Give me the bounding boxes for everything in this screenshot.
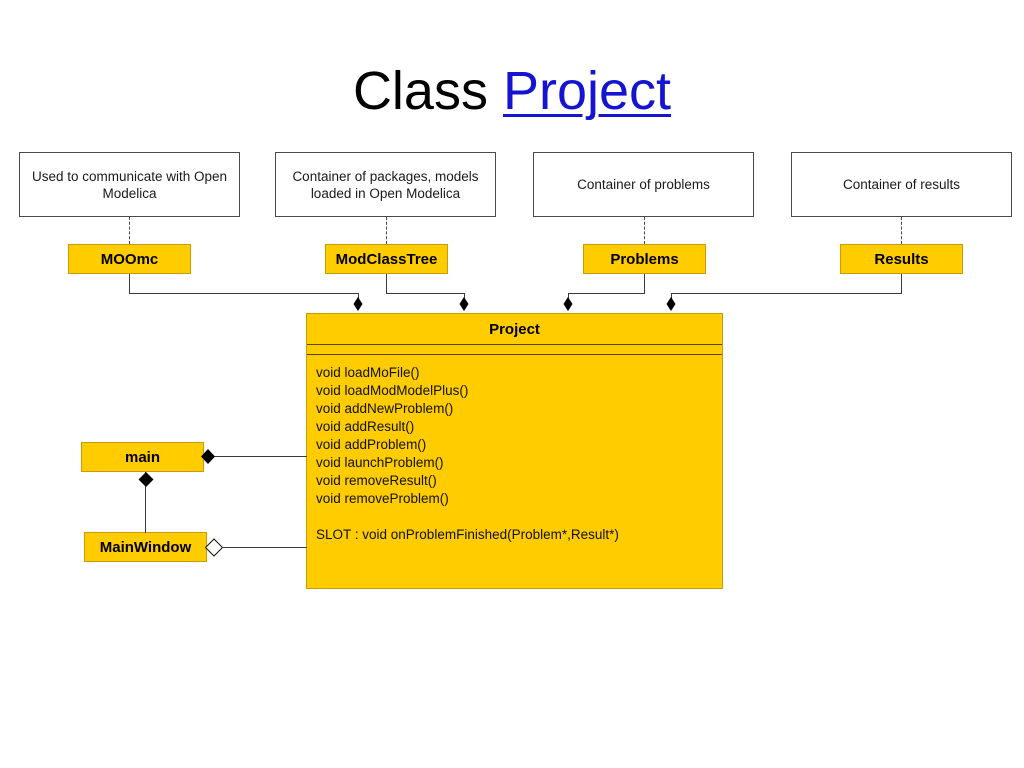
note-link-moomc	[129, 217, 130, 244]
composition-diamond-problems	[563, 297, 573, 311]
edge-moomc-v2	[358, 293, 360, 299]
edge-problems-h	[568, 293, 645, 295]
page-title: Class Project	[0, 58, 1024, 124]
edge-problems-v1	[644, 274, 646, 294]
composition-diamond-modclasstree	[459, 297, 469, 311]
edge-modclasstree-h	[386, 293, 465, 295]
note-text: Container of problems	[577, 177, 710, 192]
class-name: main	[124, 448, 160, 466]
method-line: void addProblem()	[316, 437, 427, 452]
composition-diamond-main-project	[201, 449, 215, 464]
class-name: MainWindow	[99, 538, 192, 556]
note-text: Used to communicate with Open Modelica	[31, 168, 228, 201]
class-box-mainwindow[interactable]: MainWindow	[84, 532, 207, 562]
method-line: void addNewProblem()	[316, 401, 454, 416]
composition-diamond-moomc	[353, 297, 363, 311]
method-line: void addResult()	[316, 419, 415, 434]
edge-moomc-h	[129, 293, 359, 295]
class-box-problems[interactable]: Problems	[583, 244, 706, 274]
project-class-name: Project	[307, 314, 722, 345]
note-text: Container of packages, models loaded in …	[292, 168, 479, 201]
note-box-results: Container of results	[791, 152, 1012, 217]
class-name: ModClassTree	[335, 250, 438, 268]
note-link-results	[901, 217, 902, 244]
class-box-results[interactable]: Results	[840, 244, 963, 274]
edge-moomc-v1	[129, 274, 131, 294]
note-box-problems: Container of problems	[533, 152, 754, 217]
page-title-plain: Class	[352, 61, 503, 121]
method-line: void launchProblem()	[316, 455, 444, 470]
method-line: void removeProblem()	[316, 491, 449, 506]
class-name: MOOmc	[100, 250, 159, 268]
project-attributes-compartment	[307, 345, 722, 355]
class-box-main[interactable]: main	[81, 442, 204, 472]
note-box-modclasstree: Container of packages, models loaded in …	[275, 152, 496, 217]
slot-line: SLOT : void onProblemFinished(Problem*,R…	[316, 527, 619, 542]
class-name: Problems	[610, 250, 679, 268]
method-line: void loadMoFile()	[316, 365, 420, 380]
note-box-moomc: Used to communicate with Open Modelica	[19, 152, 240, 217]
method-line: void loadModModelPlus()	[316, 383, 469, 398]
edge-problems-v2	[568, 293, 570, 299]
edge-main-mainwindow	[145, 472, 147, 533]
composition-diamond-main-mainwindow	[138, 472, 154, 487]
class-box-modclasstree[interactable]: ModClassTree	[325, 244, 448, 274]
edge-modclasstree-v2	[464, 293, 466, 299]
edge-main-project	[212, 456, 307, 458]
methods-spacer	[316, 508, 722, 526]
edge-modclasstree-v1	[386, 274, 388, 294]
class-box-moomc[interactable]: MOOmc	[68, 244, 191, 274]
page-title-link[interactable]: Project	[502, 61, 672, 121]
method-line: void removeResult()	[316, 473, 437, 488]
edge-results-v2	[671, 293, 673, 299]
edge-results-h	[671, 293, 902, 295]
note-link-modclasstree	[386, 217, 387, 244]
aggregation-diamond-mainwindow-project	[204, 538, 224, 557]
composition-diamond-results	[666, 297, 676, 311]
edge-results-v1	[901, 274, 903, 294]
class-box-project[interactable]: Project void loadMoFile() void loadModMo…	[306, 313, 723, 589]
class-name: Results	[874, 250, 929, 268]
note-text: Container of results	[842, 177, 961, 192]
note-link-problems	[644, 217, 645, 244]
edge-mainwindow-project	[222, 547, 307, 549]
project-methods-compartment: void loadMoFile() void loadModModelPlus(…	[307, 355, 722, 544]
